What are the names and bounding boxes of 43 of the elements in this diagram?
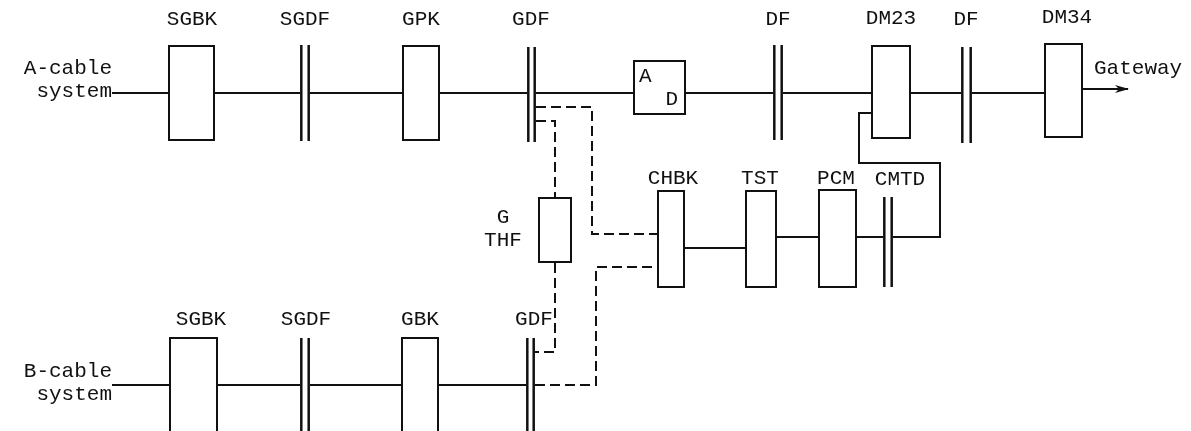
- component-label: DF: [953, 8, 979, 31]
- connector-line: [535, 92, 634, 94]
- dashed-connector: [534, 262, 556, 353]
- connector-line: [776, 236, 819, 238]
- connector-line: [309, 384, 402, 386]
- component-label: DF: [765, 8, 791, 31]
- component-label: CHBK: [647, 167, 699, 190]
- system-label: A-cable system: [22, 57, 112, 105]
- connector-line: [856, 236, 884, 238]
- component-label: SGDF: [280, 308, 332, 331]
- connector-line: [782, 92, 872, 94]
- connector-line: [684, 247, 746, 249]
- component-label: G THF: [483, 206, 523, 252]
- connector-line: [111, 384, 170, 386]
- component-label: DM23: [865, 7, 917, 30]
- output-label: Gateway: [1094, 57, 1184, 82]
- connector-line: [439, 92, 528, 94]
- dashed-connector: [535, 106, 658, 235]
- connector-line: [438, 384, 527, 386]
- component-label: GBK: [401, 308, 439, 331]
- connector-line: [910, 92, 962, 94]
- component-label: PCM: [817, 167, 855, 190]
- connector-line: [971, 92, 1045, 94]
- dashed-connector: [535, 120, 556, 198]
- component-label: SGBK: [175, 308, 227, 331]
- connector-line: [685, 92, 774, 94]
- component-label: SGBK: [166, 8, 218, 31]
- system-label: B-cable system: [22, 360, 112, 408]
- connector-line: [111, 92, 169, 94]
- block-letter: D: [665, 88, 678, 111]
- component-label: TST: [741, 167, 779, 190]
- component-label: GDF: [512, 8, 550, 31]
- component-label: SGDF: [279, 8, 331, 31]
- connector-line: [309, 92, 403, 94]
- connector-line: [217, 384, 301, 386]
- connector-line: [1082, 85, 1129, 93]
- connector-line: [214, 92, 301, 94]
- component-label: GDF: [515, 308, 553, 331]
- connector-line: [858, 112, 941, 238]
- component-label: GPK: [402, 8, 440, 31]
- component-label: CMTD: [874, 168, 926, 191]
- component-label: DM34: [1041, 6, 1093, 29]
- block-letter: A: [639, 65, 652, 88]
